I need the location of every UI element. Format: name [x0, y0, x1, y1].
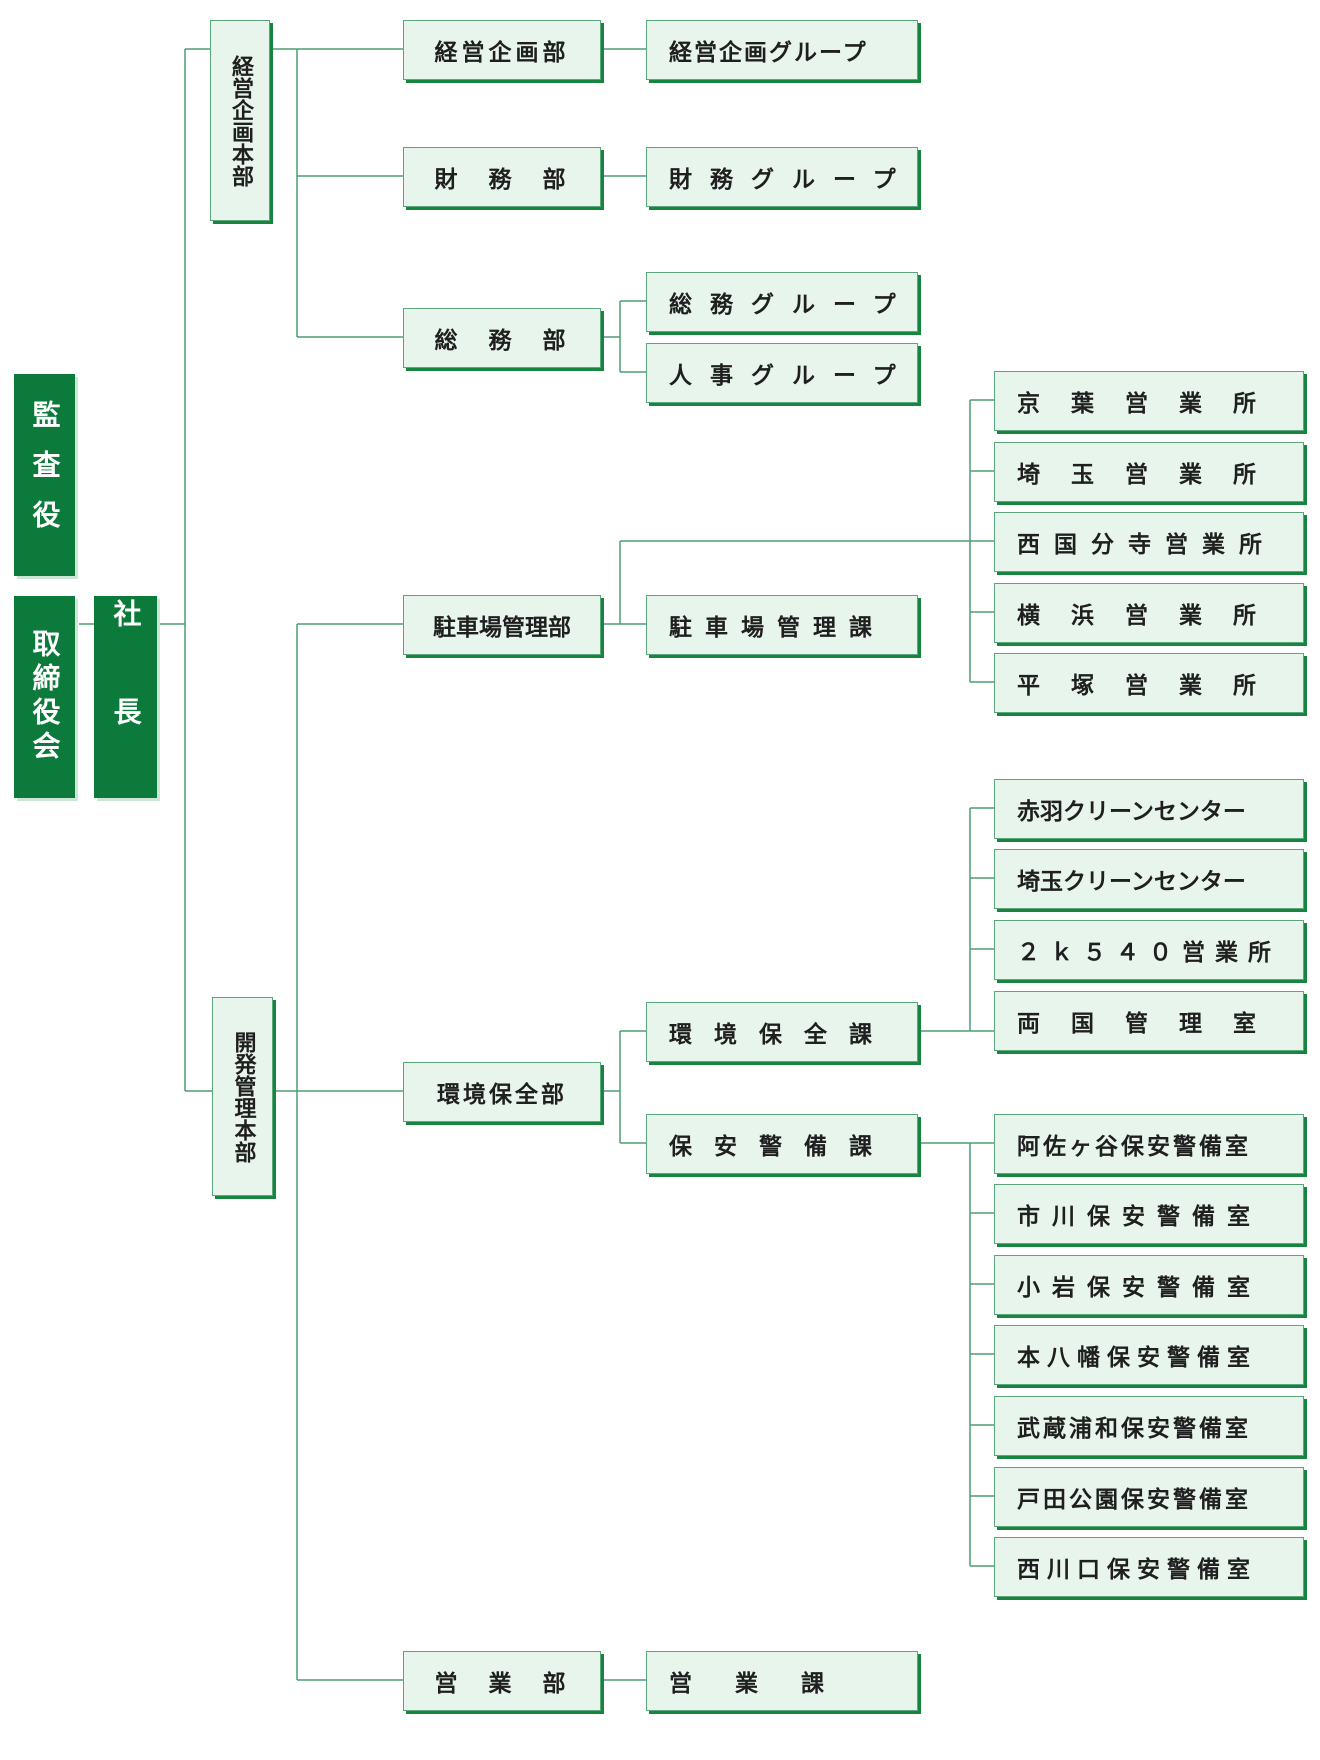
president-box: 社長 — [94, 596, 157, 798]
security-office: 阿佐ヶ谷保安警備室 — [994, 1114, 1304, 1174]
group-hr: 人事グループ — [646, 343, 918, 403]
dept-sales: 営 業 部 — [403, 1651, 601, 1711]
section-environment: 環境保全課 — [646, 1002, 918, 1062]
security-office: 西川口保安警備室 — [994, 1537, 1304, 1597]
dept-finance: 財 務 部 — [403, 147, 601, 207]
env-office: 赤羽クリーンセンター — [994, 779, 1304, 839]
security-office: 武蔵浦和保安警備室 — [994, 1396, 1304, 1456]
section-parking: 駐車場管理課 — [646, 595, 918, 655]
planning-hq-box: 経営企画本部 — [210, 20, 270, 221]
dept-parking: 駐車場管理部 — [403, 595, 601, 655]
security-office: 本八幡保安警備室 — [994, 1325, 1304, 1385]
dept-general-affairs: 総 務 部 — [403, 308, 601, 368]
env-office: ２ｋ５４０営業所 — [994, 920, 1304, 980]
group-general: 総務グループ — [646, 272, 918, 332]
security-office: 小岩保安警備室 — [994, 1255, 1304, 1315]
parking-office: 京 葉 営 業 所 — [994, 371, 1304, 431]
security-office: 市川保安警備室 — [994, 1184, 1304, 1244]
dept-planning: 経営企画部 — [403, 20, 601, 80]
group-planning: 経営企画グループ — [646, 20, 918, 80]
development-hq-box: 開発管理本部 — [212, 997, 273, 1196]
section-security: 保安警備課 — [646, 1114, 918, 1174]
parking-office: 平 塚 営 業 所 — [994, 653, 1304, 713]
parking-office: 埼 玉 営 業 所 — [994, 442, 1304, 502]
security-office: 戸田公園保安警備室 — [994, 1467, 1304, 1527]
parking-office: 横 浜 営 業 所 — [994, 583, 1304, 643]
board-of-directors-box: 取締役会 — [14, 596, 75, 798]
env-office: 両 国 管 理 室 — [994, 991, 1304, 1051]
dept-environment: 環境保全部 — [403, 1062, 601, 1122]
parking-office: 西国分寺営業所 — [994, 512, 1304, 572]
env-office: 埼玉クリーンセンター — [994, 849, 1304, 909]
group-finance: 財務グループ — [646, 147, 918, 207]
audit-board-box: 監査役 — [14, 374, 75, 576]
section-sales: 営 業 課 — [646, 1651, 918, 1711]
